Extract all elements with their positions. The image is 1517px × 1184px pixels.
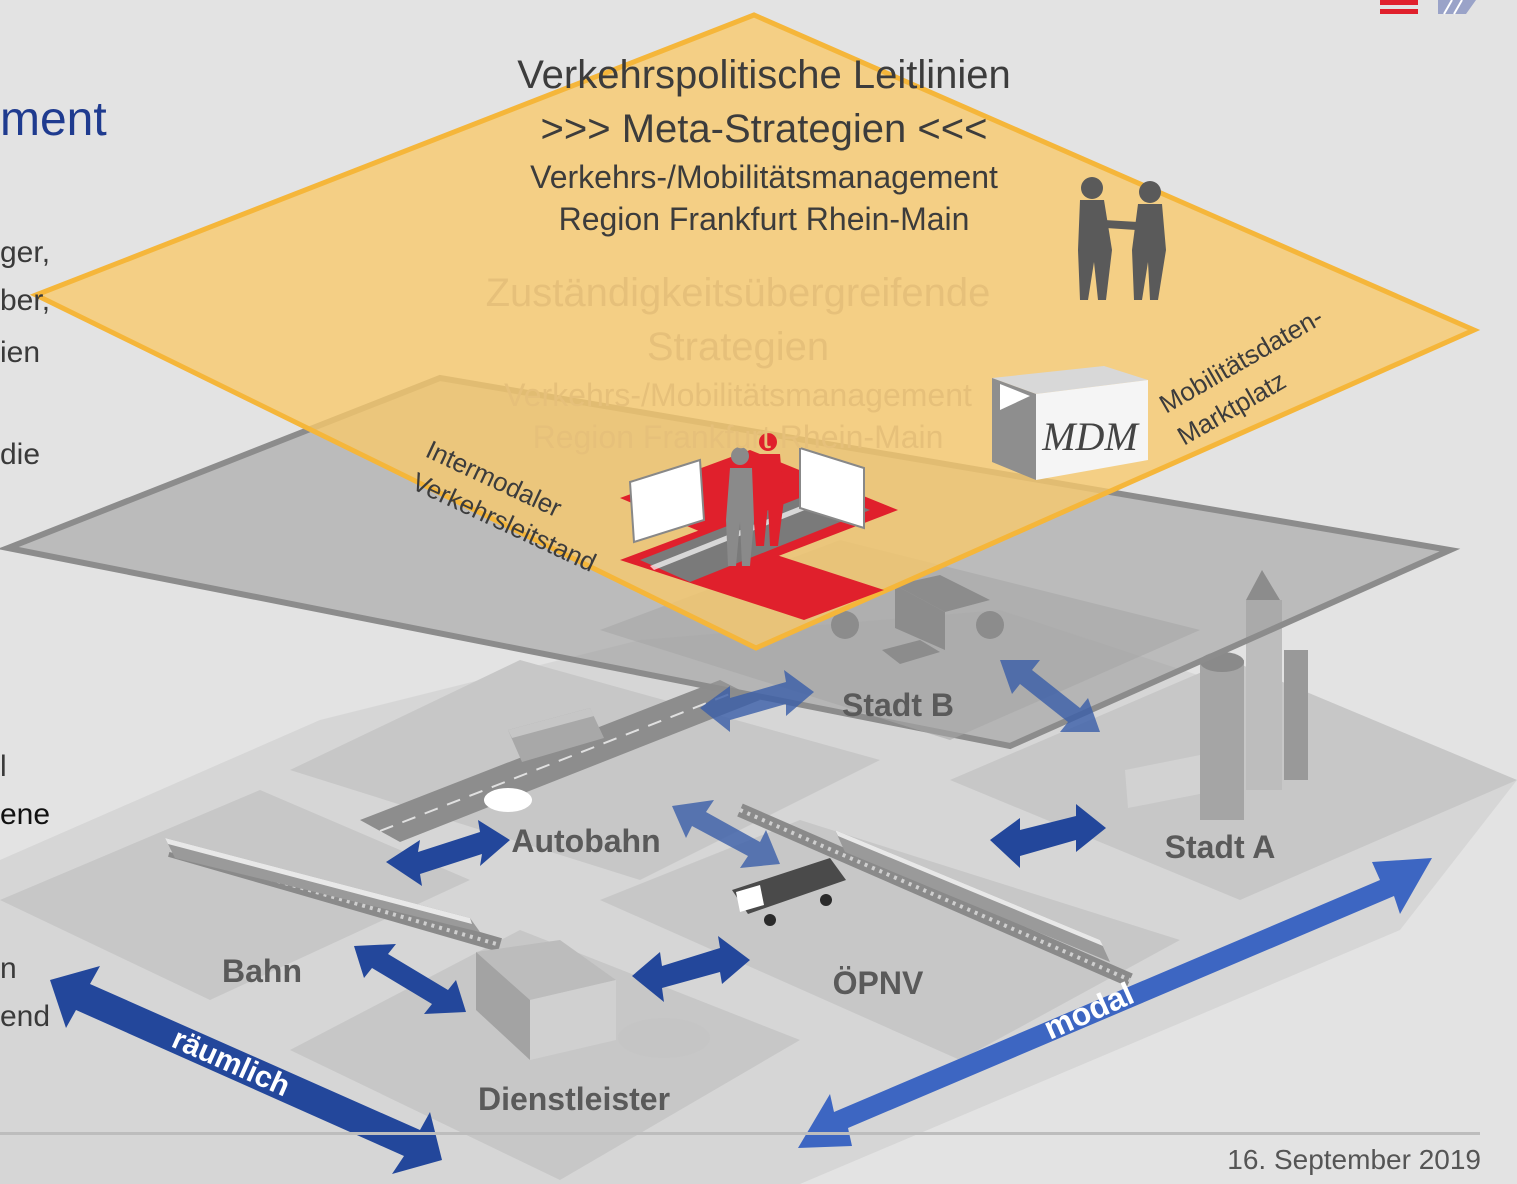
arrow-oepnv-stadt-a: [990, 804, 1106, 868]
middle-line-management: Verkehrs-/Mobilitätsmanagement: [504, 377, 972, 413]
zone-labels: Stadt B Stadt A Autobahn Bahn ÖPNV Diens…: [222, 687, 1275, 1117]
top-line-region: Region Frankfurt Rhein-Main: [559, 201, 970, 237]
top-layer: [29, 12, 1481, 651]
zone-label-bahn: Bahn: [222, 953, 302, 989]
zone-label-stadt-a: Stadt A: [1165, 829, 1276, 865]
arrow-bahn-autobahn: [386, 820, 510, 886]
left-text-fragment: l: [0, 750, 7, 783]
middle-line-region: Region Frankfurt Rhein-Main: [533, 419, 944, 455]
arrow-stadt-a-stadt-b: [1000, 660, 1100, 732]
flag-icon: [1380, 0, 1418, 14]
left-text-fragment: die: [0, 438, 41, 471]
zone-oepnv-tile: [600, 820, 1180, 1060]
train-bahn-icon: [165, 838, 480, 932]
middle-arrows: [672, 660, 1100, 868]
left-text-fragment: end: [0, 1000, 51, 1033]
zone-label-autobahn: Autobahn: [511, 823, 660, 859]
stripes-logo-icon: [1438, 0, 1476, 15]
zone-label-dienstleister: Dienstleister: [478, 1081, 670, 1117]
ground-layer: [0, 570, 1517, 1184]
left-text-fragment: ger,: [0, 236, 51, 269]
footer-date: 16. September 2019: [1227, 1144, 1481, 1175]
arrow-oepnv-stadt-b: [672, 800, 780, 868]
zone-bahn-tile: [0, 790, 470, 1000]
buildings-dienstleister-icon: [476, 940, 616, 1060]
mdm-logo-text: MDM: [1041, 414, 1140, 459]
zone-label-stadt-b: Stadt B: [842, 687, 954, 723]
footer-divider: [0, 1132, 1480, 1135]
middle-line-strategien: Strategien: [647, 325, 829, 369]
left-text-fragment: n: [0, 952, 17, 985]
handshake-people-icon: [1078, 177, 1166, 300]
top-line-leitlinien: Verkehrspolitische Leitlinien: [517, 53, 1011, 97]
arrow-autobahn-stadt-b: [700, 670, 814, 732]
left-text-fragment: ber,: [0, 284, 51, 317]
middle-line-zustaendigkeit: Zuständigkeitsübergreifende: [486, 271, 991, 315]
axis-raeumlich: [50, 966, 442, 1174]
train-oepnv-icon: [835, 830, 1110, 962]
bus-icon: [732, 858, 846, 926]
exchange-arrows: [354, 804, 1106, 1014]
top-line-meta-strategien: >>> Meta-Strategien <<<: [541, 107, 988, 151]
arrow-dienstleister-oepnv: [632, 936, 750, 1002]
zone-label-oepnv: ÖPNV: [833, 965, 924, 1001]
truck-icon: [508, 708, 604, 762]
mdm-marktplatz-icon: [992, 366, 1148, 480]
car-dienstleister-icon: [618, 1018, 710, 1058]
axis-modal: [798, 858, 1432, 1148]
left-text-fragment: ene: [0, 798, 51, 831]
page-title-fragment: ment: [0, 93, 107, 146]
car-icon: [484, 788, 532, 812]
arrow-bahn-dienstleister: [354, 944, 466, 1014]
buildings-stadt-b-icon: [831, 575, 1004, 664]
left-text-fragment: ien: [0, 336, 41, 369]
middle-layer-text: Zuständigkeitsübergreifende Strategien V…: [486, 271, 991, 455]
verkehrsleitstand-icon: [620, 433, 898, 620]
zone-autobahn-tile: [290, 660, 880, 880]
top-layer-text: Verkehrspolitische Leitlinien >>> Meta-S…: [517, 53, 1011, 237]
top-line-management: Verkehrs-/Mobilitätsmanagement: [530, 159, 998, 195]
